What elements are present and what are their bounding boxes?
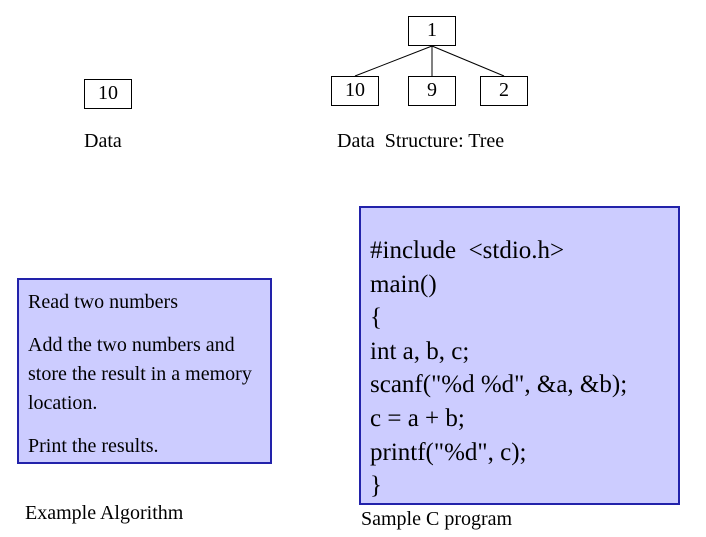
- tree-root-node: 1: [408, 16, 456, 46]
- algorithm-step: Read two numbers: [28, 291, 178, 313]
- code-line: int a, b, c;: [370, 337, 470, 365]
- data-caption: Data: [84, 130, 122, 152]
- algorithm-step: Print the results.: [28, 435, 159, 457]
- tree-child-node: 9: [408, 76, 456, 106]
- tree-child-node: 10: [331, 76, 379, 106]
- tree-child-value: 2: [499, 79, 509, 101]
- tree-caption: Data Structure: Tree: [337, 130, 505, 152]
- code-line: #include <stdio.h>: [370, 237, 565, 264]
- tree-child-node: 2: [480, 76, 528, 106]
- code-line: printf("%d", c);: [370, 438, 527, 466]
- algorithm-panel: Read two numbers Add the two numbers and…: [17, 278, 272, 464]
- tree-child-value: 10: [345, 79, 365, 101]
- code-line: c = a + b;: [370, 404, 465, 432]
- tree-child-value: 9: [427, 79, 437, 101]
- program-caption: Sample C program: [361, 508, 513, 530]
- algorithm-caption: Example Algorithm: [25, 502, 184, 524]
- tree-edge-right: [431, 45, 505, 77]
- tree-root-value: 1: [427, 19, 437, 41]
- code-line: }: [370, 472, 382, 500]
- code-panel: #include <stdio.h> main() { int a, b, c;…: [359, 206, 680, 505]
- data-node: 10: [84, 79, 132, 109]
- data-node-value: 10: [98, 82, 118, 104]
- code-line: main(): [370, 270, 437, 298]
- code-line: {: [370, 304, 382, 332]
- code-line: scanf("%d %d", &a, &b);: [370, 371, 628, 399]
- tree-edge-left: [354, 45, 433, 77]
- algorithm-step: Add the two numbers and store the result…: [28, 334, 252, 414]
